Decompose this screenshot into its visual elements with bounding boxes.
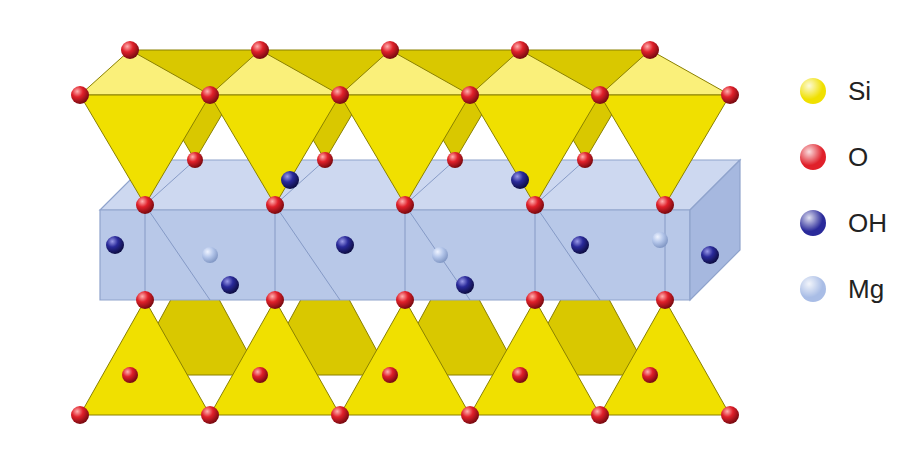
legend-row: Si xyxy=(800,58,887,124)
legend-label: Mg xyxy=(848,274,884,305)
legend-swatch xyxy=(800,276,826,302)
legend-label: O xyxy=(848,142,868,173)
mg-atoms xyxy=(202,232,668,263)
legend-swatch xyxy=(800,210,826,236)
legend-row: O xyxy=(800,124,887,190)
oh-groups xyxy=(106,171,719,294)
legend-label: OH xyxy=(848,208,887,239)
tetrahedral-sheet xyxy=(80,300,730,415)
legend-swatch xyxy=(800,144,826,170)
oxygen-atoms xyxy=(71,41,739,424)
tetrahedral-sheet xyxy=(80,95,730,205)
legend: SiO OH Mg xyxy=(800,58,887,322)
legend-row: Mg xyxy=(800,256,887,322)
legend-label: Si xyxy=(848,76,871,107)
legend-swatch xyxy=(800,78,826,104)
legend-row: OH xyxy=(800,190,887,256)
octahedral-sheet xyxy=(100,160,740,300)
